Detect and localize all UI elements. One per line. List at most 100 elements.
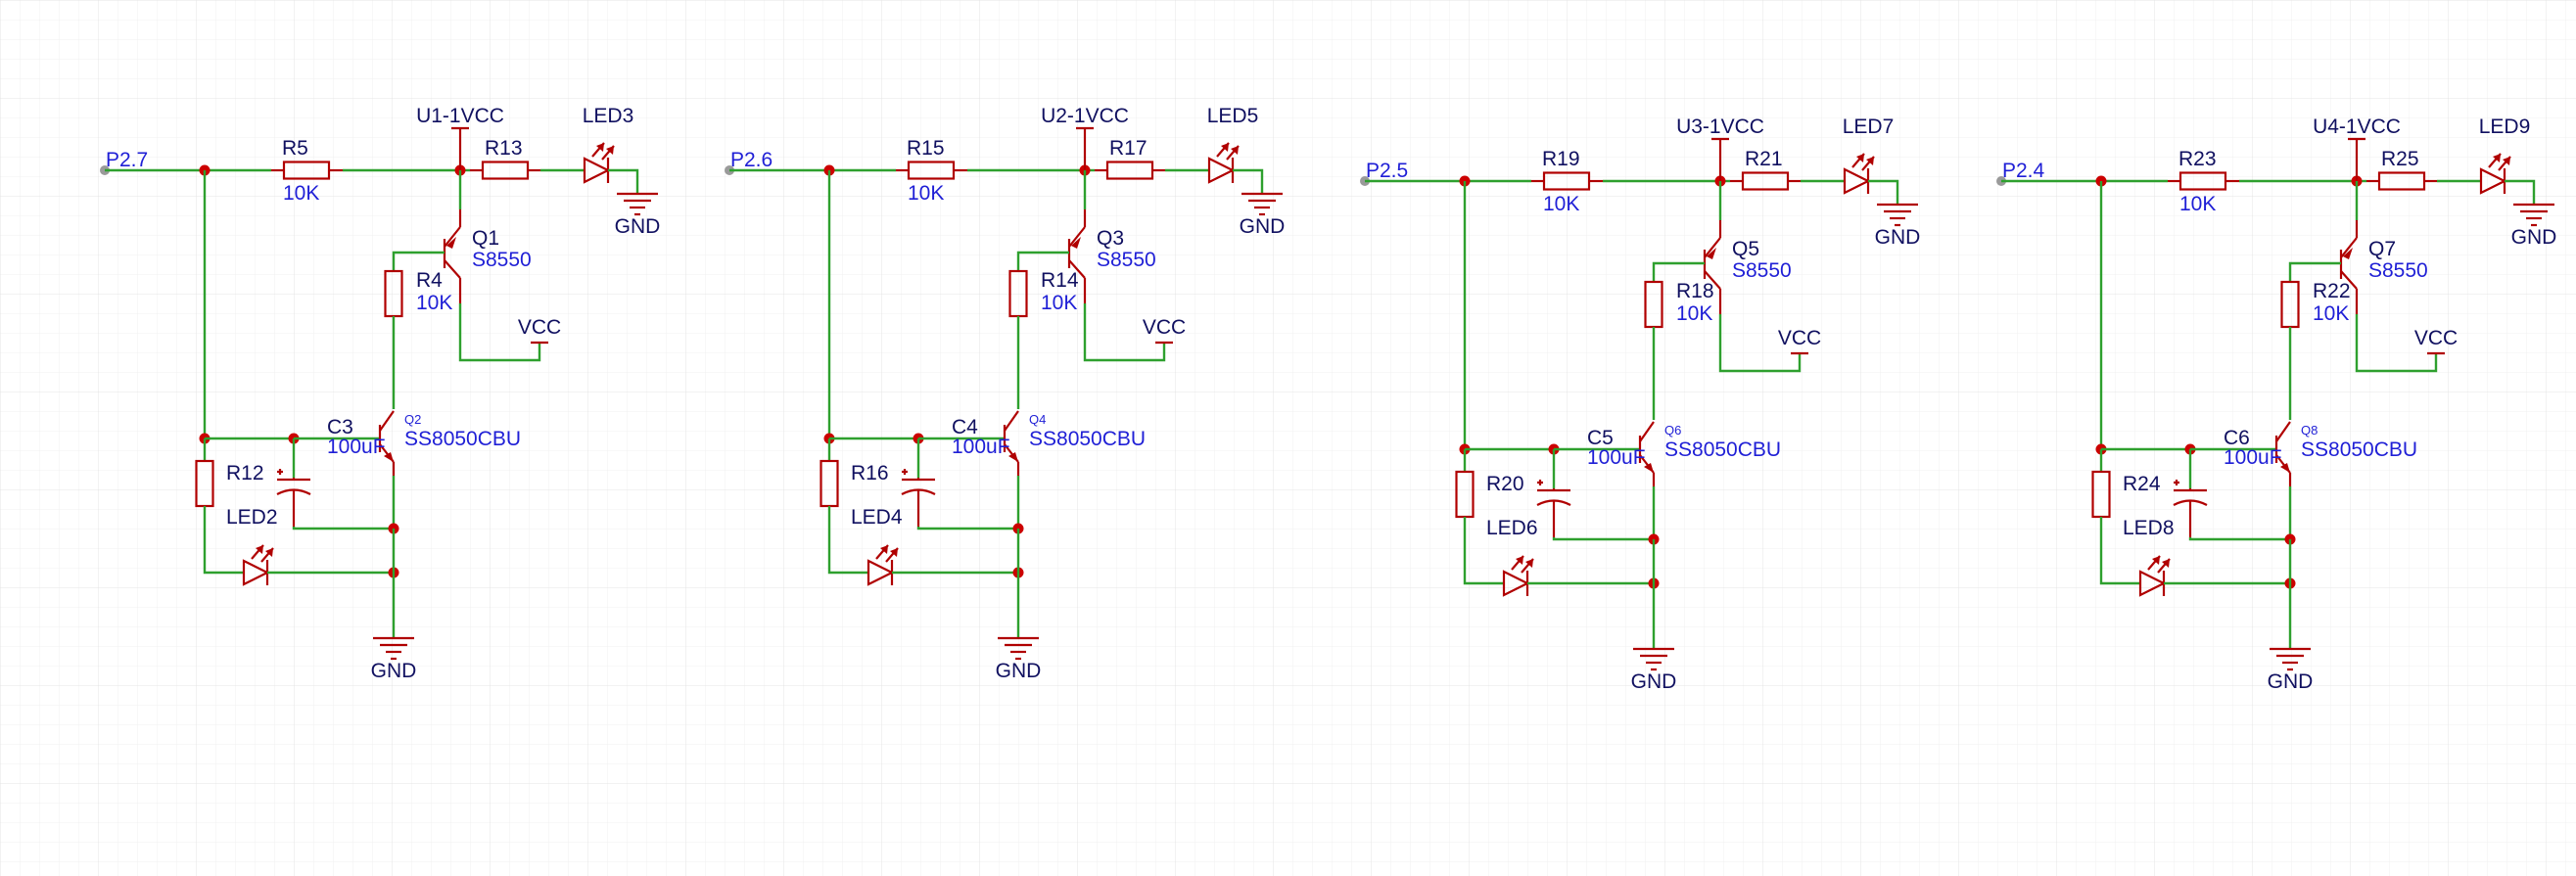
pnp-name[interactable]: Q7 [2368,238,2396,260]
npn-value[interactable]: SS8050CBU [2301,438,2417,461]
led-arrow-head [2162,559,2170,568]
ground-icon [2270,647,2311,671]
vcc-net-label[interactable]: U2-1VCC [1041,105,1129,127]
base-res-name[interactable]: R15 [907,137,945,160]
pnp-value[interactable]: S8550 [1097,249,1156,271]
pnp-collector [2340,270,2358,290]
led-triangle [866,559,895,586]
bottom-led-icon [866,544,899,586]
port-label[interactable]: P2.7 [106,149,148,171]
led-arrow-head [890,548,898,557]
bias-res-name[interactable]: R4 [416,269,443,292]
cap-value[interactable]: 100uF [327,436,386,458]
cap-name[interactable]: C3 [327,416,353,438]
top-gnd-label[interactable]: GND [615,215,661,238]
pull-res-name[interactable]: R16 [851,462,889,484]
led-arrow-head [265,548,273,557]
pnp-value[interactable]: S8550 [2368,259,2428,282]
bias-res-name[interactable]: R14 [1041,269,1079,292]
wire-segment [1233,168,1264,194]
base-res-name[interactable]: R5 [282,137,308,160]
npn-value[interactable]: SS8050CBU [1029,428,1146,450]
led-res-name[interactable]: R13 [485,137,523,160]
top-gnd-label[interactable]: GND [1240,215,1286,238]
port-label[interactable]: P2.4 [2002,160,2045,182]
base-res-value[interactable]: 10K [2179,193,2216,215]
cap-value[interactable]: 100uF [952,436,1010,458]
circuit-1: P2.7R510KU1-1VCCR13LED3GNDQ1S8550R410KVC… [100,105,660,682]
bottom-gnd-label[interactable]: GND [2268,670,2314,693]
led-res-name[interactable]: R17 [1109,137,1147,160]
vcc-net-label[interactable]: U1-1VCC [416,105,504,127]
pnp-value[interactable]: S8550 [472,249,532,271]
bias-res-name[interactable]: R18 [1676,280,1714,302]
npn-value[interactable]: SS8050CBU [404,428,521,450]
npn-name[interactable]: Q8 [2301,423,2318,438]
top-led-name[interactable]: LED3 [583,105,634,127]
vcc-label[interactable]: VCC [1778,327,1821,349]
bias-res-name[interactable]: R22 [2313,280,2351,302]
cap-value[interactable]: 100uF [1587,446,1646,469]
cap-name[interactable]: C4 [952,416,978,438]
led-res-name[interactable]: R21 [1745,148,1783,170]
circuits-layer: P2.7R510KU1-1VCCR13LED3GNDQ1S8550R410KVC… [100,105,2556,693]
cap-value[interactable]: 100uF [2224,446,2282,469]
top-gnd-label[interactable]: GND [1875,226,1921,249]
capacitor-icon [901,469,936,527]
pnp-name[interactable]: Q1 [472,227,499,250]
bias-res-value[interactable]: 10K [2313,302,2349,325]
npn-name[interactable]: Q4 [1029,412,1046,427]
bottom-gnd-label[interactable]: GND [1631,670,1677,693]
cap-name[interactable]: C6 [2224,427,2250,449]
base-res-value[interactable]: 10K [283,182,319,205]
pnp-name[interactable]: Q5 [1732,238,1759,260]
base-res-name[interactable]: R19 [1542,148,1580,170]
base-res-name[interactable]: R23 [2178,148,2217,170]
vcc-net-label[interactable]: U4-1VCC [2313,115,2401,138]
bottom-led-name[interactable]: LED2 [226,506,278,529]
led-arrow-head [606,146,614,155]
port-label[interactable]: P2.6 [730,149,773,171]
npn-transistor-icon [378,410,396,476]
pull-res-name[interactable]: R12 [226,462,264,484]
bottom-led-icon [242,544,274,586]
led-light-arrows-icon [875,544,899,563]
led-res-name[interactable]: R25 [2381,148,2419,170]
npn-collector [1004,410,1019,432]
npn-name[interactable]: Q6 [1664,423,1681,438]
bottom-led-name[interactable]: LED8 [2123,517,2175,539]
vcc-label[interactable]: VCC [2414,327,2458,349]
capacitor-icon [276,469,311,527]
top-led-name[interactable]: LED9 [2479,115,2531,138]
bias-res-value[interactable]: 10K [1676,302,1712,325]
npn-transistor-icon [1638,421,1656,486]
pnp-emitter [1068,226,1086,248]
vcc-label[interactable]: VCC [518,316,561,339]
vcc-net-label[interactable]: U3-1VCC [1676,115,1764,138]
npn-value[interactable]: SS8050CBU [1664,438,1781,461]
bottom-led-name[interactable]: LED6 [1486,517,1538,539]
bias-res-value[interactable]: 10K [416,292,452,314]
base-res-value[interactable]: 10K [908,182,944,205]
npn-name[interactable]: Q2 [404,412,421,427]
pull-res-name[interactable]: R20 [1486,473,1524,495]
cap-name[interactable]: C5 [1587,427,1614,449]
led-arrow-head [596,143,604,152]
pnp-name[interactable]: Q3 [1097,227,1124,250]
pnp-value[interactable]: S8550 [1732,259,1792,282]
top-led-name[interactable]: LED5 [1207,105,1259,127]
base-res-value[interactable]: 10K [1543,193,1579,215]
vcc-label[interactable]: VCC [1143,316,1186,339]
port-label[interactable]: P2.5 [1366,160,1408,182]
bottom-gnd-label[interactable]: GND [371,660,417,682]
bias-res-value[interactable]: 10K [1041,292,1077,314]
pull-res-name[interactable]: R24 [2123,473,2161,495]
top-gnd-label[interactable]: GND [2511,226,2557,249]
bottom-gnd-label[interactable]: GND [996,660,1042,682]
top-led-name[interactable]: LED7 [1843,115,1895,138]
led-triangle [1502,570,1530,597]
bottom-led-name[interactable]: LED4 [851,506,903,529]
pnp-emitter [1704,237,1721,258]
